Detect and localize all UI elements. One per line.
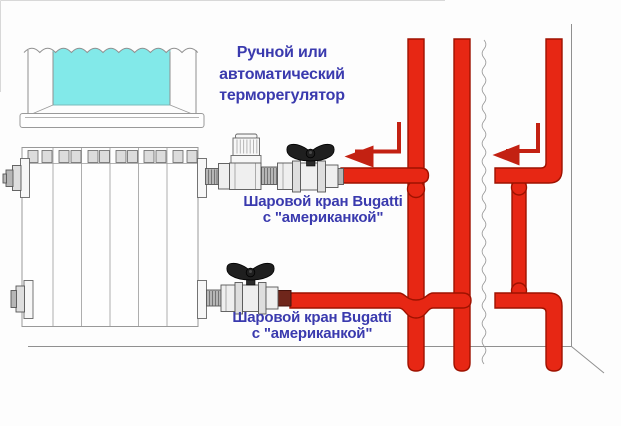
radiator-top-plug xyxy=(12,165,22,191)
window-illustration xyxy=(19,36,205,128)
pipe-break-line xyxy=(481,39,487,365)
label-line: автоматический xyxy=(219,65,345,83)
wall-riser-elbow-top xyxy=(494,38,563,184)
label-line: терморегулятор xyxy=(219,87,345,104)
flow-arrow-left xyxy=(344,122,401,168)
wall-riser-elbow-bottom xyxy=(494,292,563,372)
radiator-illustration xyxy=(2,147,207,327)
pipe-dark-fitting xyxy=(276,290,292,307)
window-frame xyxy=(27,50,197,114)
thermostatic-valve-assembly xyxy=(205,133,293,190)
wall-lines xyxy=(28,24,605,374)
ball-valve-bottom-body xyxy=(242,284,259,312)
heating-pipes xyxy=(289,38,563,372)
supply-branch-pipe xyxy=(340,167,430,184)
radiator-bottom-plug xyxy=(15,285,25,313)
label-line: Шаровой кран Bugatti xyxy=(232,309,392,326)
label-line: с "американкой" xyxy=(262,208,384,226)
ball-valve-bottom-handle xyxy=(226,262,275,281)
return-riser-pipe xyxy=(453,38,471,372)
label-line: Шаровой кран Bugatti xyxy=(243,193,403,210)
flow-arrow-right xyxy=(492,123,540,166)
ball-valve-top xyxy=(286,143,344,193)
window-wavy-top xyxy=(23,47,199,54)
label-line: Ручной или xyxy=(236,44,328,61)
ball-valve-top-handle xyxy=(286,143,335,162)
label-thermoregulator: Ручной или автоматический терморегулятор xyxy=(196,42,368,107)
window-sill xyxy=(19,113,205,128)
window-glass xyxy=(52,46,171,106)
photo-edge-artifact xyxy=(0,0,445,92)
radiator-section-tabs xyxy=(27,150,198,163)
thermo-valve-body xyxy=(229,162,262,190)
ball-valve-top-body xyxy=(300,162,320,191)
supply-riser-pipe xyxy=(407,38,425,372)
label-ball-valve-bottom: Шаровой кран Bugatti с "американкой" xyxy=(221,310,403,341)
riser-connector-pipe xyxy=(511,179,527,293)
return-branch-pipe xyxy=(289,292,472,319)
label-ball-valve-top: Шаровой кран Bugatti с "американкой" xyxy=(232,194,414,225)
ball-valve-bottom xyxy=(206,262,279,315)
label-line: с "американкой" xyxy=(251,324,373,342)
